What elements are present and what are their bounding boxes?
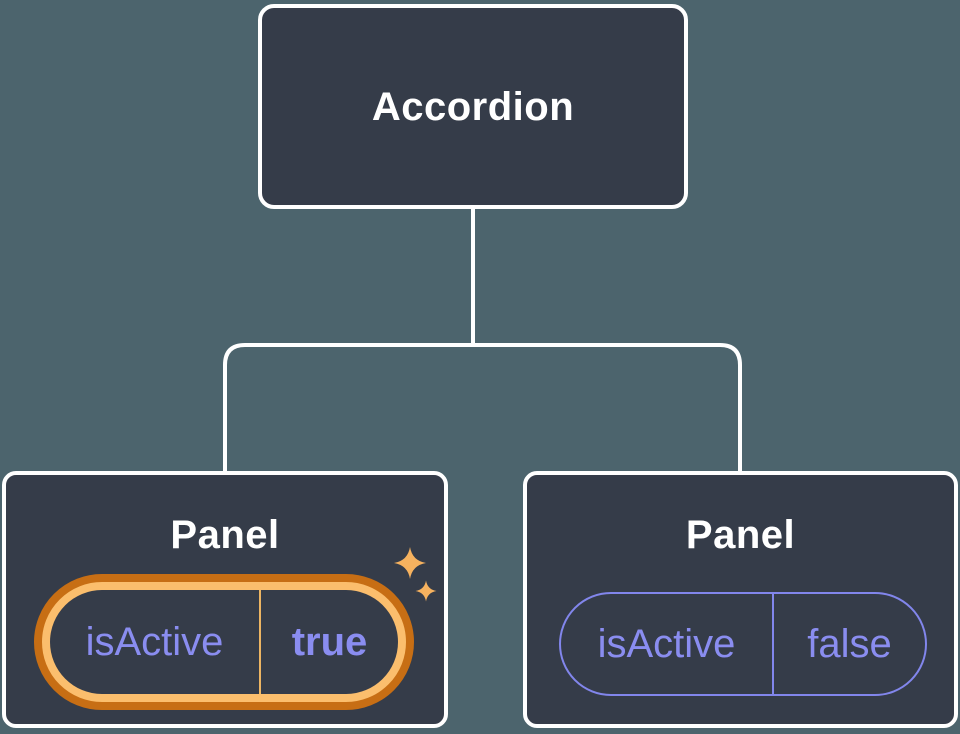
state-key-label: isActive bbox=[597, 622, 736, 666]
state-value-label: false bbox=[807, 622, 892, 666]
sparkle-icon bbox=[394, 547, 437, 602]
node-label-panel: Panel bbox=[685, 513, 796, 557]
state-value-label: true bbox=[291, 620, 368, 664]
component-node-accordion: Accordion bbox=[258, 4, 688, 209]
pill-divider bbox=[772, 594, 774, 694]
component-node-panel-active: Panel isActive true bbox=[2, 471, 448, 728]
state-pill-inactive: isActive false bbox=[559, 592, 927, 696]
node-label-panel: Panel bbox=[170, 513, 280, 557]
pill-divider bbox=[259, 590, 261, 694]
state-pill-active: isActive true bbox=[34, 574, 414, 710]
state-pill-inner: isActive true bbox=[50, 590, 398, 694]
node-label-accordion: Accordion bbox=[371, 84, 575, 129]
component-node-panel-inactive: Panel isActive false bbox=[523, 471, 958, 728]
state-key-label: isActive bbox=[85, 620, 224, 664]
